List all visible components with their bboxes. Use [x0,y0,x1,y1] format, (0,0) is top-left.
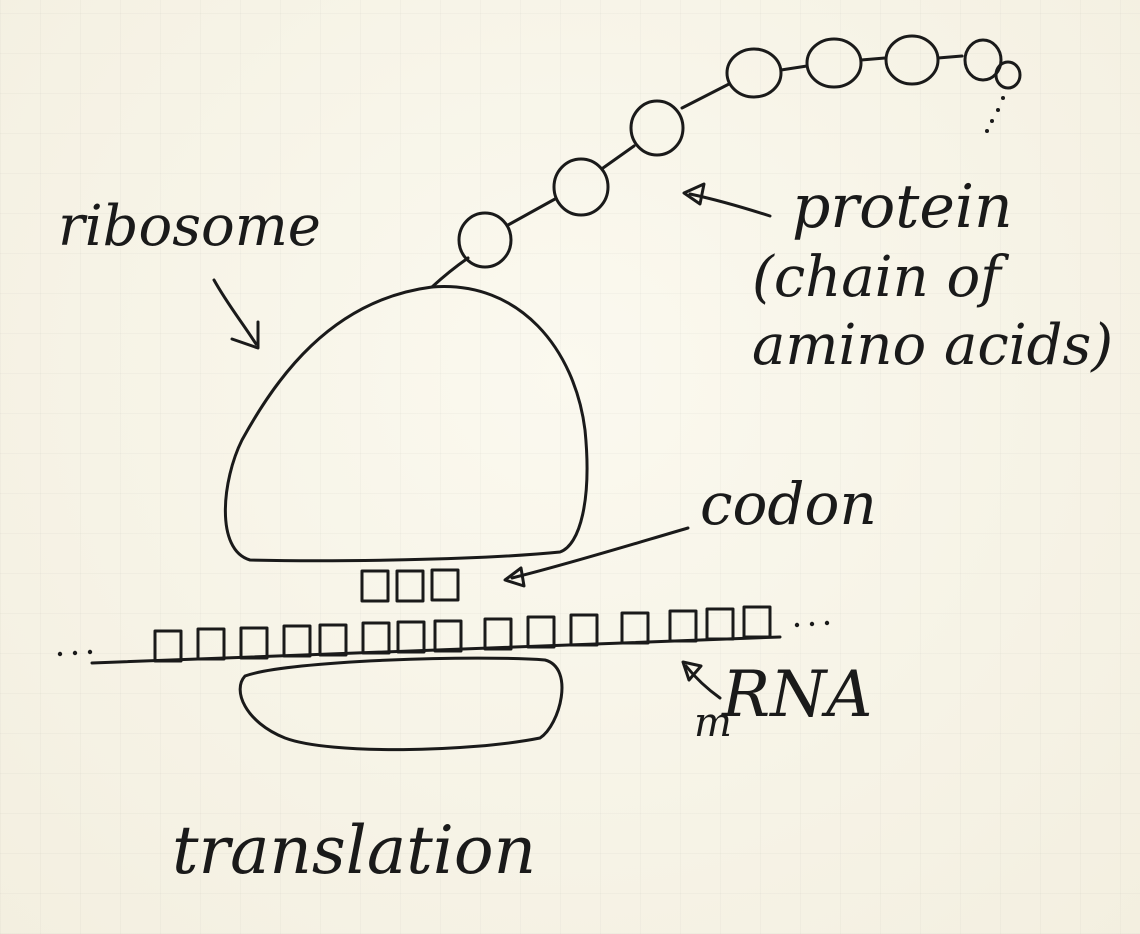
ribosome-small-subunit [238,656,564,752]
amino-acid [457,211,513,269]
mrna-base [239,626,269,660]
amino-acid [629,99,685,157]
amino-acid [725,47,783,99]
mrna-base [742,605,772,639]
codon-label: codon [700,470,877,538]
amino-acid [805,37,863,89]
mrna-base [569,613,599,647]
mrna-base [668,609,698,643]
codon-arrow [503,526,690,588]
mrna-label: RNA [722,658,873,732]
amino-acid [884,34,940,86]
amino-acid [994,60,1022,90]
mrna-base [318,623,348,657]
mrna-continuation-dots [57,620,830,657]
codon [360,568,460,603]
mrna-arrow [681,660,722,700]
protein-continuation-dots [985,96,1005,133]
ribosome-arrow [212,278,260,350]
ribosome-label: ribosome [58,194,321,259]
mrna-label-prefix: m [694,700,732,746]
mrna-base [196,627,226,661]
mrna-base [282,624,312,658]
mrna-base [433,619,463,653]
codon-base [360,569,390,603]
mrna-base [153,629,183,663]
protein-label: protein [792,172,1013,242]
codon-base [430,568,460,602]
protein-chain [430,34,1022,289]
mrna-bases [153,605,772,663]
mrna-base [361,621,391,655]
mrna-base [705,607,735,641]
protein-arrow [682,182,772,218]
mrna-base [483,617,513,651]
amino-acid [552,157,610,217]
mrna-base [620,611,650,645]
mrna-base [396,620,426,654]
diagram-title: translation [172,812,537,889]
mrna-base [526,615,556,649]
codon-base [395,569,425,603]
ribosome-large-subunit [223,285,589,563]
amino-acid [963,38,1003,82]
protein-description-label: (chain of amino acids) [752,245,1114,379]
